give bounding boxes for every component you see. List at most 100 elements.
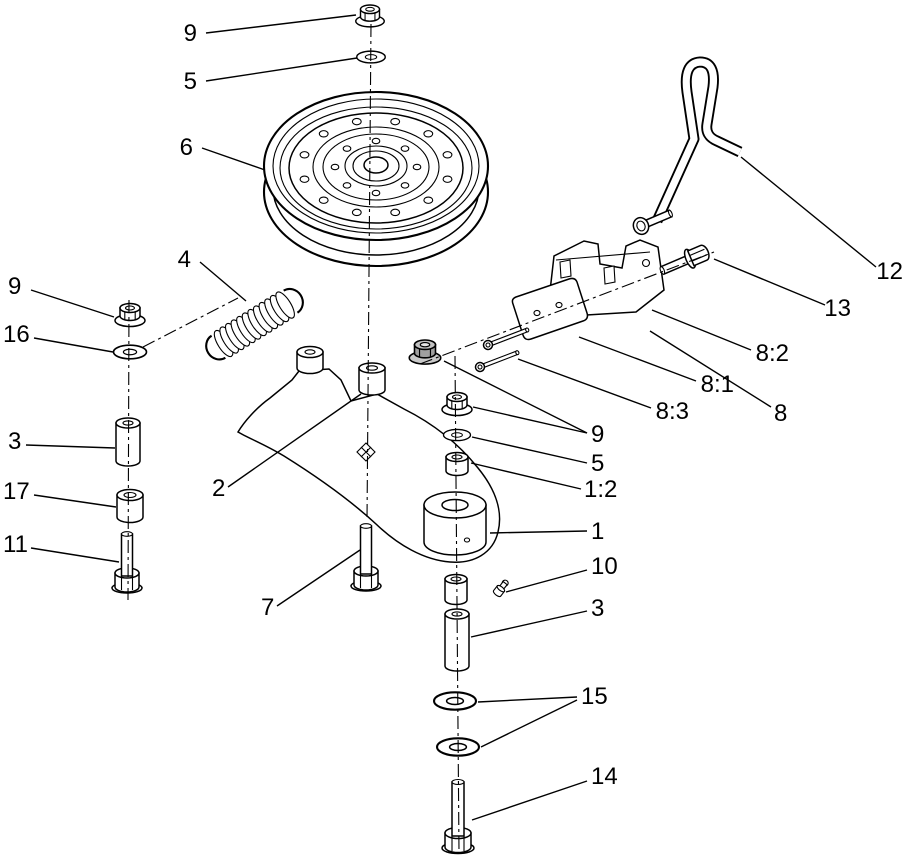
callout-8-2: 8:2 — [756, 340, 789, 367]
callout-12: 12 — [876, 258, 903, 285]
callout-3-right-leader — [470, 610, 588, 638]
callout-8-3: 8:3 — [656, 398, 689, 425]
callout-13: 13 — [824, 295, 851, 322]
pin — [482, 327, 530, 351]
callout-3-left: 3 — [8, 428, 21, 455]
hex-bolt-13 — [659, 244, 710, 276]
callout-9-mid-leader — [443, 360, 588, 434]
callout-15-leader — [477, 696, 578, 703]
callout-3-left-leader — [25, 444, 116, 449]
pulley-hole — [351, 208, 362, 217]
callout-12-leader — [740, 156, 877, 268]
callout-8-1-leader — [578, 336, 697, 382]
callout-10: 10 — [591, 553, 618, 580]
spring-post — [296, 345, 324, 375]
callout-16: 16 — [3, 321, 30, 348]
callout-8-3-leader — [517, 358, 652, 409]
hub-sleeve — [444, 573, 468, 606]
pulley-hole — [342, 182, 352, 189]
callout-4: 4 — [178, 246, 191, 273]
callout-6: 6 — [180, 134, 193, 161]
callout-14-leader — [471, 780, 588, 821]
callout-5-top-leader — [205, 57, 358, 82]
pulley-hole — [400, 145, 410, 152]
callout-11: 11 — [3, 531, 28, 558]
pulley-hole — [351, 117, 362, 126]
pulley-hole — [330, 163, 340, 171]
arm-hub — [423, 491, 487, 556]
pulley-hole — [299, 151, 310, 159]
callout-1-2: 1:2 — [584, 476, 617, 503]
pulley-hole — [390, 208, 401, 217]
callout-7-leader — [276, 549, 361, 607]
callout-8-2-leader — [651, 309, 752, 351]
pulley-hole — [318, 196, 329, 204]
pulley-hole — [442, 151, 453, 159]
callout-8-leader — [649, 330, 772, 408]
callout-6-leader — [201, 147, 266, 171]
callout-8-1: 8:1 — [701, 371, 734, 398]
callout-8: 8 — [774, 400, 787, 427]
callout-15: 15 — [581, 683, 608, 710]
grease-fitting — [492, 579, 509, 598]
pulley-hole — [299, 175, 310, 183]
center-lines — [127, 23, 715, 853]
pivot-bushing — [358, 362, 386, 396]
carriage-bolt — [632, 209, 673, 236]
callout-17: 17 — [3, 478, 30, 505]
callout-17-leader — [33, 494, 117, 508]
flange-nut-left — [114, 302, 146, 328]
callout-2: 2 — [212, 475, 225, 502]
support-rod — [651, 56, 743, 224]
callout-9-top: 9 — [184, 20, 197, 47]
bushing-1-2 — [445, 451, 469, 477]
callout-1-2-leader — [470, 462, 582, 490]
callout-9-left: 9 — [8, 273, 21, 300]
washer-15a — [432, 691, 478, 711]
flange-nut-dark — [408, 339, 442, 365]
spacer-left — [115, 417, 141, 467]
pulley-hole — [442, 175, 453, 183]
callout-14: 14 — [591, 763, 618, 790]
callout-4-leader — [199, 261, 247, 302]
pulley-hole — [400, 182, 410, 189]
callout-5-mid: 5 — [591, 450, 604, 477]
callout-9-mid: 9 — [591, 421, 604, 448]
callout-11-leader — [30, 547, 120, 563]
pulley-hole — [371, 189, 381, 197]
hex-bolt-14 — [441, 778, 475, 855]
pulley-hole — [390, 117, 401, 126]
flange-nut-top — [355, 4, 385, 28]
callout-3-right: 3 — [591, 595, 604, 622]
callout-9-left-leader — [30, 289, 115, 318]
callout-5-top: 5 — [184, 68, 197, 95]
pulley-hole — [423, 196, 434, 204]
pulley-hole — [423, 130, 434, 138]
hex-bolt-7 — [350, 523, 382, 592]
flange-nut-mid — [441, 391, 473, 417]
callout-7: 7 — [261, 594, 274, 621]
bushing-17 — [116, 488, 144, 524]
idler-arm — [236, 345, 501, 563]
mount-plate — [511, 277, 589, 341]
pulley-hole — [342, 145, 352, 152]
callout-1-leader — [489, 530, 588, 534]
callout-16-leader — [33, 337, 114, 353]
pulley-hole — [371, 137, 381, 145]
pulley-hole — [318, 130, 329, 138]
callout-2-leader — [227, 393, 362, 488]
callout-13-leader — [713, 258, 826, 306]
washer-16 — [112, 344, 148, 360]
callout-9-top-leader — [205, 14, 357, 34]
spring-coil — [275, 291, 295, 319]
callout-1: 1 — [591, 518, 604, 545]
callout-15-leader — [480, 699, 578, 748]
pin — [474, 350, 520, 373]
hex-bolt-11 — [111, 531, 143, 594]
pulley-hole — [412, 163, 422, 171]
callout-10-leader — [505, 569, 588, 593]
extension-spring — [205, 287, 304, 361]
square-hole — [356, 442, 376, 462]
